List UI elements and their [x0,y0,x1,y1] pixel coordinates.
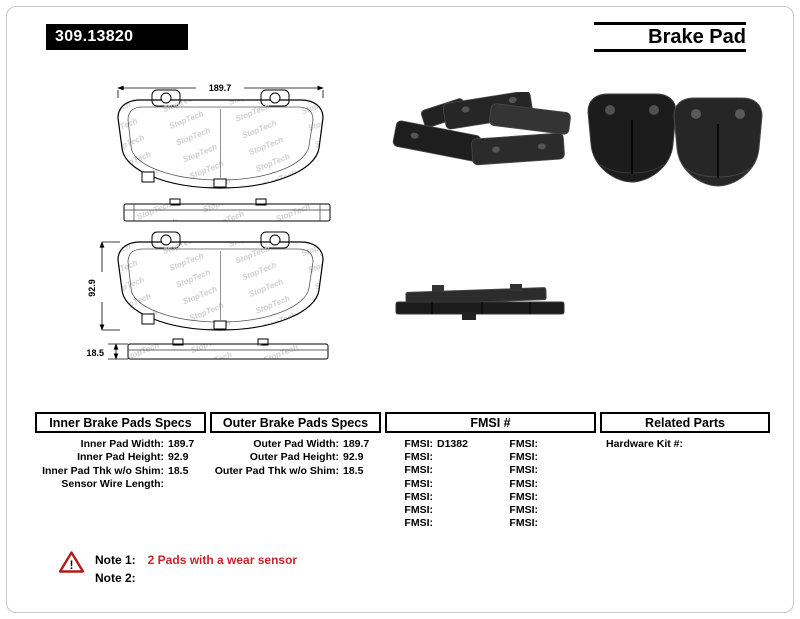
page-title: Brake Pad [648,25,746,48]
pad-front-view-bottom [117,231,324,331]
left-pad-photo [587,93,677,183]
fmsi-row: FMSI: [509,464,538,477]
product-photo-edge-pads [395,284,565,320]
width-dimension-label: 189.7 [209,83,232,93]
thickness-dimension-label: 18.5 [86,348,104,358]
fmsi-column-right: FMSI: FMSI: FMSI: FMSI: FMSI: FMSI: FMSI… [490,438,585,530]
svg-text:!: ! [70,558,74,572]
fmsi-title: FMSI # [470,415,511,430]
fmsi-row: FMSI: [404,517,433,530]
fmsi-row: FMSI: [404,503,433,516]
product-photo-angled-pads [392,92,571,166]
inner-specs-header: Inner Brake Pads Specs [35,412,206,433]
part-number-box: 309.13820 [46,24,188,50]
inner-specs-column: Inner Pad Width: 189.7 Inner Pad Height:… [35,438,206,492]
fmsi-row: FMSI: [404,451,433,464]
outer-specs-title: Outer Brake Pads Specs [222,415,369,430]
technical-drawings: StopTech 189.7 [86,83,331,360]
spec-row: Outer Pad Width: 189.7 [253,438,370,450]
spec-row: Outer Pad Thk w/o Shim: 18.5 [214,464,364,477]
pad-edge-view-bottom [127,338,329,360]
fmsi-header: FMSI # [385,412,596,433]
related-parts-column: Hardware Kit #: [606,438,770,451]
warning-triangle-icon: ! [58,551,85,573]
fmsi-row: FMSI: [404,490,433,503]
fmsi-row: FMSI: [509,490,538,503]
note-2: Note 2: [95,571,148,585]
part-number: 309.13820 [55,28,134,45]
fmsi-column-left: FMSI: D1382 FMSI: FMSI: FMSI: FMSI: FMSI… [385,438,485,530]
inner-specs-title: Inner Brake Pads Specs [49,415,192,430]
fmsi-row: FMSI: [404,477,433,490]
right-pad-photo [673,97,763,187]
spec-row: Outer Pad Height: 92.9 [249,451,364,464]
thickness-dimension: 18.5 [86,343,128,360]
pad-edge-view-top [123,198,331,222]
fmsi-row: FMSI: [509,438,538,450]
related-parts-header: Related Parts [600,412,770,433]
spec-row: Inner Pad Width: 189.7 [80,438,195,450]
height-dimension: 92.9 [87,241,120,331]
pad-front-view-top [117,89,324,189]
fmsi-row: FMSI: D1382 [404,438,468,450]
note-1-text: 2 Pads with a wear sensor [147,553,298,567]
spec-row: Inner Pad Thk w/o Shim: 18.5 [42,464,189,477]
spec-row: Sensor Wire Length: [61,478,164,491]
outer-specs-column: Outer Pad Width: 189.7 Outer Pad Height:… [210,438,381,478]
note-2-label: Note 2: [95,571,136,585]
outer-specs-header: Outer Brake Pads Specs [210,412,381,433]
fmsi-row: FMSI: [509,503,538,516]
fmsi-row: FMSI: [509,517,538,530]
height-dimension-label: 92.9 [87,279,97,297]
fmsi-row: FMSI: [509,451,538,464]
product-title-box: Brake Pad [594,22,746,52]
note-1: Note 1: 2 Pads with a wear sensor [95,553,297,567]
related-parts-title: Related Parts [645,415,725,430]
fmsi-row: FMSI: [404,464,433,477]
related-parts-row: Hardware Kit #: [606,438,684,450]
fmsi-row: FMSI: [509,477,538,490]
note-1-label: Note 1: [95,553,136,567]
spec-row: Inner Pad Height: 92.9 [77,451,189,464]
width-dimension: 189.7 [117,83,324,98]
product-photo-front-pads [587,93,763,187]
